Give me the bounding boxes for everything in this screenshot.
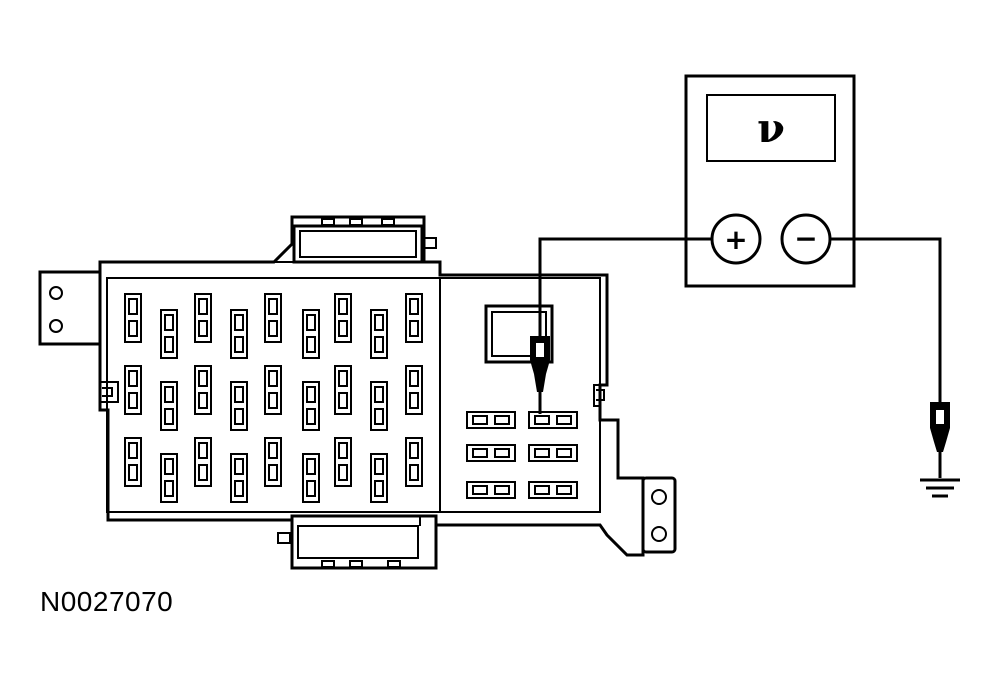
voltmeter-display-symbol: ν (757, 105, 785, 152)
voltmeter: ν + − (684, 74, 856, 288)
negative-probe (930, 402, 950, 478)
fuse (370, 453, 388, 503)
fuse-horizontal (528, 481, 578, 499)
positive-test-lead (538, 237, 712, 336)
fuse (334, 437, 352, 487)
left-mounting-hole-top (49, 286, 63, 300)
voltmeter-display (706, 94, 836, 162)
fuse (370, 309, 388, 359)
fuse (124, 293, 142, 343)
horizontal-fuse-grid (466, 411, 578, 499)
left-mounting-tab (38, 270, 100, 346)
right-mounting-tab (641, 476, 677, 554)
positive-probe (530, 336, 550, 414)
left-side-clip (100, 381, 119, 403)
fuse-horizontal (528, 411, 578, 429)
fuse (405, 437, 423, 487)
fuse (230, 453, 248, 503)
bottom-connector (277, 514, 438, 570)
housing-inner-right (440, 277, 601, 513)
fuse (264, 365, 282, 415)
fuse-grid (124, 293, 423, 503)
fuse (160, 381, 178, 431)
negative-test-lead (830, 237, 942, 402)
fuse (302, 453, 320, 503)
fuse (230, 381, 248, 431)
relay (484, 304, 554, 364)
fuse (194, 293, 212, 343)
fuse (405, 293, 423, 343)
fuse (194, 365, 212, 415)
fuse (124, 437, 142, 487)
positive-terminal-symbol: + (724, 223, 747, 256)
fuse (160, 453, 178, 503)
right-side-clip (593, 384, 607, 407)
junction-box (38, 215, 677, 570)
fuse (264, 293, 282, 343)
fuse (194, 437, 212, 487)
fuse (264, 437, 282, 487)
fuse (405, 365, 423, 415)
figure-id: N0027070 (40, 586, 174, 617)
fuse (334, 293, 352, 343)
fuse (160, 309, 178, 359)
fuse (370, 381, 388, 431)
fuse (334, 365, 352, 415)
fuse (302, 381, 320, 431)
negative-terminal-symbol: − (794, 222, 817, 255)
top-connector (274, 218, 437, 264)
fuse-horizontal (528, 444, 578, 462)
right-mounting-hole-top (651, 489, 667, 505)
fuse (124, 365, 142, 415)
fuse-horizontal (466, 444, 516, 462)
voltmeter-body (684, 74, 856, 288)
fuse (302, 309, 320, 359)
housing-inner (106, 277, 441, 513)
fuse-horizontal (466, 481, 516, 499)
fuse-horizontal (466, 411, 516, 429)
left-mounting-hole-bottom (49, 319, 63, 333)
right-mounting-hole-bottom (651, 526, 667, 542)
fuse (230, 309, 248, 359)
ground-symbol (920, 478, 960, 498)
